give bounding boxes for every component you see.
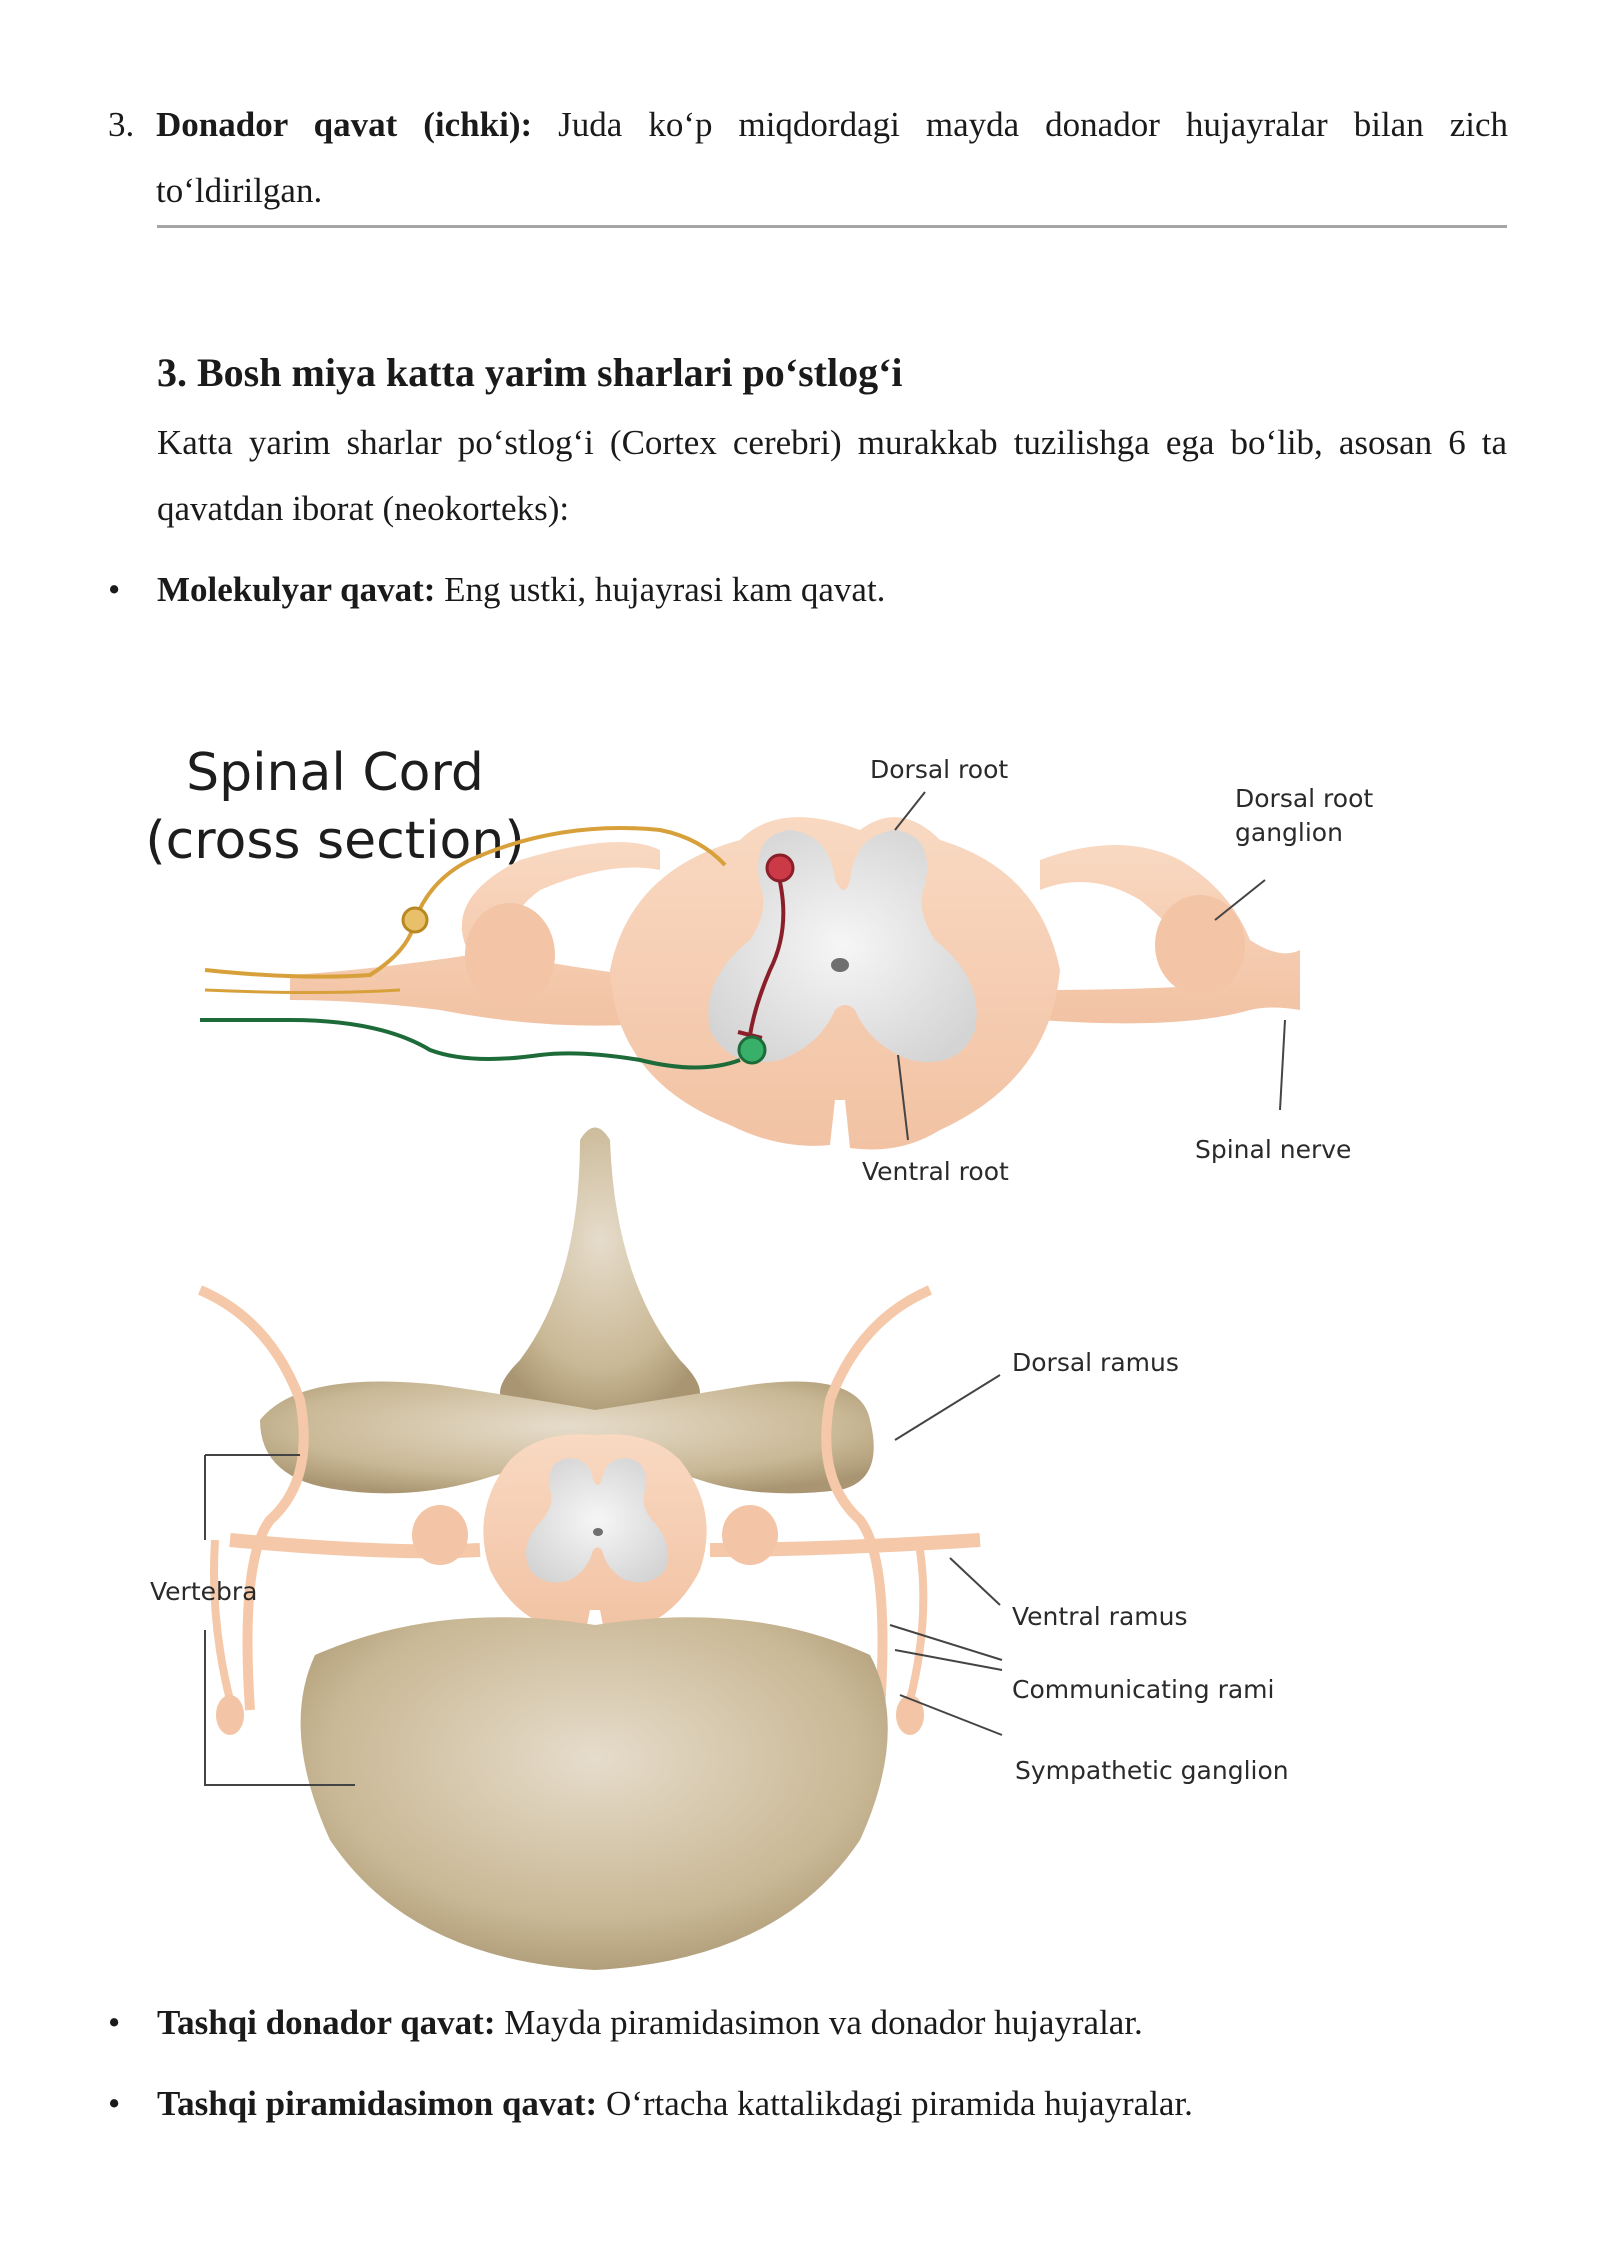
label-communicating-rami: Communicating rami xyxy=(1012,1675,1274,1704)
bullet-item-external-granular-layer: • Tashqi donador qavat: Mayda piramidasi… xyxy=(108,1999,1528,2047)
spinal-cord-figure: Spinal Cord (cross section) xyxy=(140,720,1400,1980)
small-central-canal xyxy=(593,1528,603,1536)
bullet-dot: • xyxy=(108,570,121,609)
item-text: Donador qavat (ichki): Juda koʻp miqdord… xyxy=(156,92,1508,224)
sensory-neuron-fiber-2 xyxy=(204,988,401,994)
cross-section-top: Dorsal root Dorsal root ganglion Spinal … xyxy=(200,755,1373,1186)
bullet-item-molecular-layer: • Molekulyar qavat: Eng ustki, hujayrasi… xyxy=(108,566,1528,614)
interneuron-cell-body xyxy=(765,853,795,883)
item-number: 3. xyxy=(108,105,135,144)
bullet-dot: • xyxy=(108,2003,121,2042)
label-dorsal-root-ganglion-2: ganglion xyxy=(1235,818,1343,847)
motor-neuron-fiber xyxy=(200,1018,741,1070)
leader-ventral-root xyxy=(897,1054,909,1141)
vertebra-bracket xyxy=(204,1454,355,1786)
label-vertebra: Vertebra xyxy=(150,1577,257,1606)
central-canal xyxy=(831,958,849,972)
left-sympathetic-ganglion xyxy=(216,1695,244,1735)
label-dorsal-root-ganglion-1: Dorsal root xyxy=(1235,784,1373,813)
bullet-term: Tashqi donador qavat: xyxy=(157,2003,496,2042)
figure-title-line2: (cross section) xyxy=(145,811,524,871)
bullet-description: Eng ustki, hujayrasi kam qavat. xyxy=(435,570,886,609)
leader-communicating-rami-1 xyxy=(889,1624,1003,1661)
left-dorsal-ramus-nerve xyxy=(198,1285,309,1711)
sensory-neuron-cell-body xyxy=(401,906,429,934)
figure-title-line1: Spinal Cord xyxy=(186,743,484,803)
bullet-dot: • xyxy=(108,2084,121,2123)
leader-ventral-ramus xyxy=(949,1557,1001,1606)
leader-sympathetic-ganglion xyxy=(899,1694,1003,1736)
vertebral-body xyxy=(300,1617,888,1970)
spinal-cord-illustration: Spinal Cord (cross section) xyxy=(145,743,1373,1970)
leader-communicating-rami-2 xyxy=(894,1649,1003,1671)
leader-dorsal-ramus xyxy=(894,1374,1001,1441)
right-small-ganglion xyxy=(722,1505,778,1565)
label-ventral-ramus: Ventral ramus xyxy=(1012,1602,1188,1631)
label-sympathetic-ganglion: Sympathetic ganglion xyxy=(1015,1756,1289,1785)
right-dorsal-ramus-nerve xyxy=(821,1285,932,1711)
right-sympathetic-ganglion xyxy=(896,1695,924,1735)
left-communicating-ramus xyxy=(210,1539,234,1701)
numbered-item-granular-layer: 3. Donador qavat (ichki): Juda koʻp miqd… xyxy=(108,92,1508,224)
left-dorsal-root-ganglion xyxy=(465,903,555,1007)
right-nerve-roots xyxy=(1040,845,1300,1024)
item-description: Juda koʻp miqdordagi mayda donador hujay… xyxy=(156,105,1509,210)
right-dorsal-root-ganglion xyxy=(1155,895,1245,995)
bullet-description: Mayda piramidasimon va donador hujayrala… xyxy=(495,2003,1143,2042)
left-small-ganglion xyxy=(412,1505,468,1565)
section-paragraph: Katta yarim sharlar poʻstlogʻi (Cortex c… xyxy=(157,423,1507,528)
motor-neuron-cell-body xyxy=(737,1035,767,1065)
label-dorsal-root: Dorsal root xyxy=(870,755,1008,784)
sensory-neuron-fiber xyxy=(204,826,727,979)
bullet-text: Molekulyar qavat: Eng ustki, hujayrasi k… xyxy=(157,566,1528,614)
bullet-term: Molekulyar qavat: xyxy=(157,570,436,609)
horizontal-rule xyxy=(157,225,1507,228)
bullet-text: Tashqi piramidasimon qavat: Oʻrtacha kat… xyxy=(157,2080,1528,2128)
small-grey-matter xyxy=(526,1458,669,1583)
bullet-item-external-pyramidal-layer: • Tashqi piramidasimon qavat: Oʻrtacha k… xyxy=(108,2080,1528,2128)
bullet-term: Tashqi piramidasimon qavat: xyxy=(157,2084,598,2123)
right-communicating-ramus xyxy=(906,1549,928,1701)
grey-matter xyxy=(708,830,977,1062)
leader-dorsal-root xyxy=(894,791,926,831)
section-heading: 3. Bosh miya katta yarim sharlari poʻstl… xyxy=(157,350,903,395)
bullet-description: Oʻrtacha kattalikdagi piramida hujayrala… xyxy=(597,2084,1193,2123)
label-ventral-root: Ventral root xyxy=(862,1157,1009,1186)
interneuron-fiber xyxy=(748,881,786,1036)
item-term: Donador qavat (ichki): xyxy=(156,105,533,144)
label-spinal-nerve: Spinal nerve xyxy=(1195,1135,1351,1164)
vertebra-section: Vertebra Dorsal ramus Ventral ramus Comm… xyxy=(150,1127,1289,1970)
bullet-text: Tashqi donador qavat: Mayda piramidasimo… xyxy=(157,1999,1528,2047)
label-dorsal-ramus: Dorsal ramus xyxy=(1012,1348,1179,1377)
leader-dorsal-root-ganglion xyxy=(1214,879,1266,921)
leader-spinal-nerve xyxy=(1279,1019,1286,1111)
spinous-process xyxy=(500,1127,700,1410)
